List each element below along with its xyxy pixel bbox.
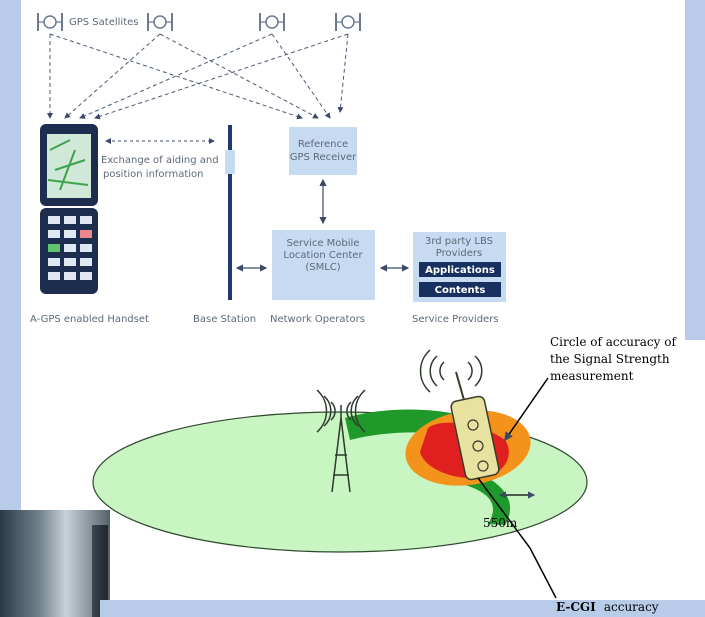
service-providers-caption: Service Providers	[412, 314, 499, 325]
background-photo	[0, 510, 110, 617]
phone-signal-icon	[419, 349, 483, 393]
circle-accuracy-line1: Circle of accuracy of	[550, 335, 677, 349]
background-strip-bottom	[100, 600, 705, 617]
background-panel-left	[0, 0, 21, 510]
reference-label-line2: GPS Receiver	[290, 152, 357, 163]
contents-label: Contents	[435, 285, 486, 296]
applications-label: Applications	[425, 265, 495, 276]
applications-box	[419, 262, 501, 277]
satellite-icon	[37, 13, 63, 31]
agps-diagram: GPS Satellites	[30, 13, 506, 325]
contents-box	[419, 282, 501, 297]
satellite-icon	[335, 13, 361, 31]
network-operators-caption: Network Operators	[270, 314, 365, 325]
exchange-label-line2: position information	[103, 169, 204, 180]
lbs-label-line1: 3rd party LBS	[425, 236, 493, 247]
handset-icon	[40, 124, 98, 294]
mobile-phone-icon	[450, 371, 500, 481]
lbs-label-line2: Providers	[436, 248, 482, 259]
circle-accuracy-line3: measurement	[550, 369, 634, 383]
ecgi-accuracy-label: E-CGI accuracy	[556, 596, 659, 615]
ecgi-pointer	[477, 477, 557, 599]
ecgi-bold-label: E-CGI	[556, 600, 596, 614]
exchange-label-line1: Exchange of aiding and	[101, 155, 219, 166]
gps-satellites-label: GPS Satellites	[69, 17, 138, 28]
cell-tower-icon	[331, 405, 351, 493]
satellite-signal-lines	[47, 33, 349, 120]
handset-caption: A-GPS enabled Handset	[30, 314, 149, 325]
distance-label: 550m	[483, 516, 518, 530]
ecgi-diagram: Circle of accuracy of the Signal Strengt…	[92, 335, 677, 615]
smlc-label-line2: Location Center	[283, 250, 363, 261]
circle-accuracy-pointer	[504, 377, 549, 442]
satellite-icon	[147, 13, 173, 31]
tower-signal-icon	[316, 389, 366, 433]
background-panel-right	[685, 0, 705, 340]
circle-accuracy-line2: the Signal Strength	[550, 352, 670, 366]
reference-label-line1: Reference	[298, 139, 348, 150]
reference-gps-box	[289, 127, 357, 175]
smlc-label-line3: (SMLC)	[305, 262, 340, 273]
ecgi-accuracy-word: accuracy	[604, 600, 659, 614]
satellite-icon	[259, 13, 285, 31]
base-station-caption: Base Station	[193, 314, 256, 325]
smlc-label-line1: Service Mobile	[287, 238, 360, 249]
smlc-box	[272, 230, 375, 300]
background-photo-edge	[92, 525, 108, 617]
base-station-icon	[225, 125, 235, 300]
